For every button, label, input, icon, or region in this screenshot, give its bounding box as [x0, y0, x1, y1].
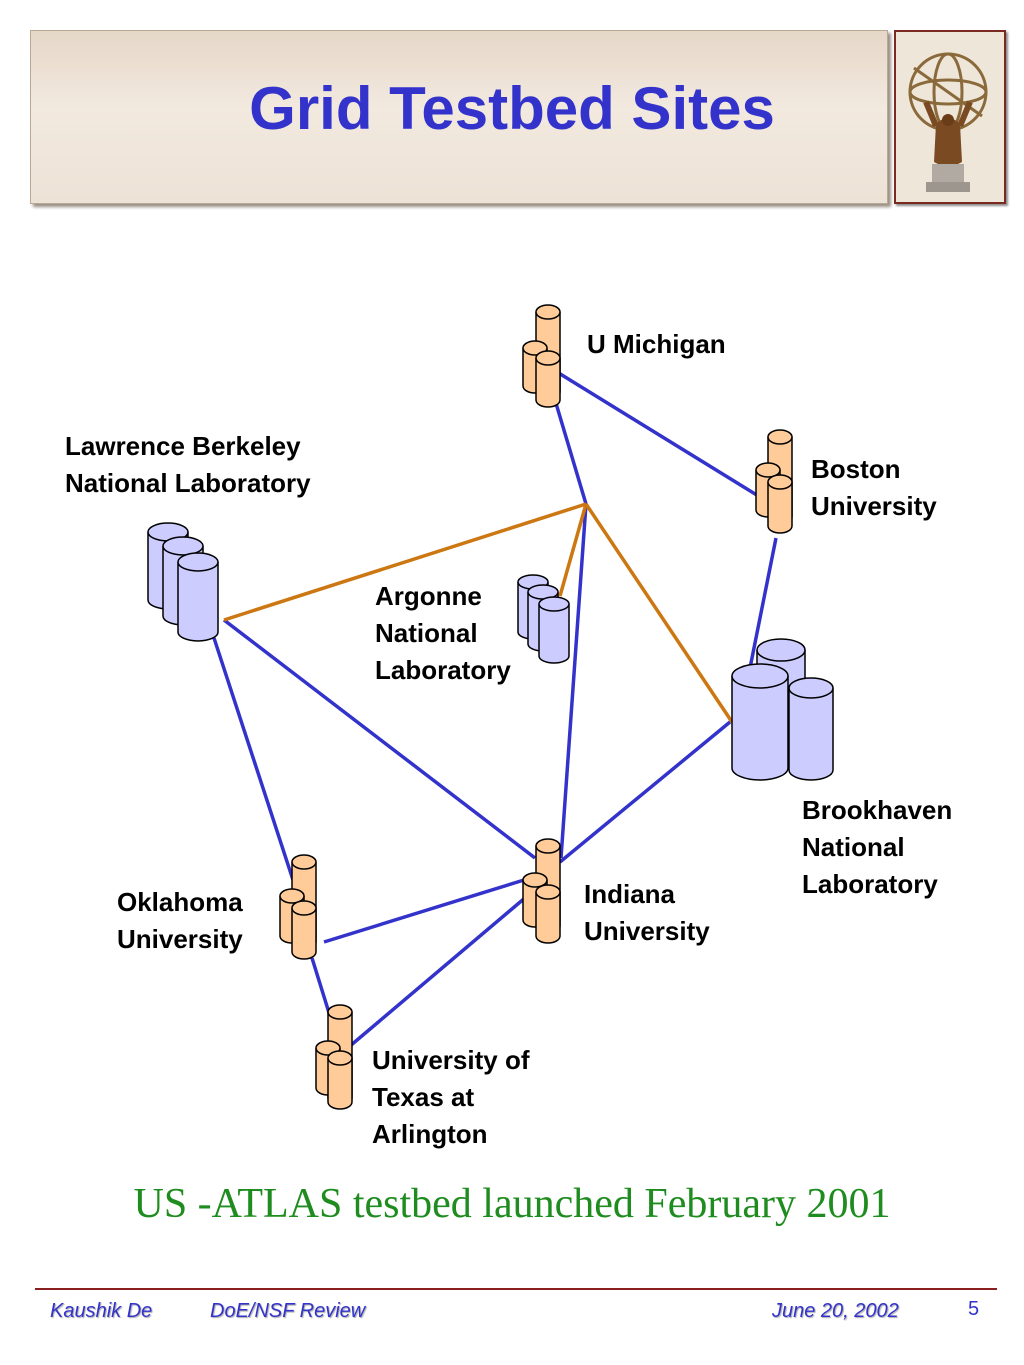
atlas-statue-icon	[908, 52, 988, 192]
link-berkeley-indiana	[222, 618, 537, 860]
label-boston: Boston University	[811, 454, 937, 521]
label-uta: University of Texas at Arlington	[372, 1045, 530, 1149]
site-oklahoma-icon	[279, 854, 317, 960]
footer-date: June 20, 2002	[772, 1300, 899, 1322]
link-argonne-hub	[558, 503, 588, 597]
site-indiana-icon	[522, 838, 561, 944]
label-michigan: U Michigan	[587, 329, 726, 359]
site-brookhaven-icon	[731, 638, 834, 781]
site-uta-icon	[315, 1004, 353, 1110]
link-oklahoma-indiana	[323, 878, 525, 944]
link-berkeley-oklahoma	[212, 637, 295, 881]
link-uta-indiana	[348, 890, 534, 1048]
label-argonne: Argonne National Laboratory	[375, 581, 511, 685]
link-michigan-boston	[556, 370, 761, 499]
link-michigan-hub	[553, 399, 588, 505]
site-berkeley-icon	[147, 522, 219, 642]
footer-divider	[35, 1288, 997, 1290]
atlas-statue-logo	[894, 30, 1006, 204]
label-oklahoma: Oklahoma University	[117, 887, 243, 954]
page-number: 5	[968, 1298, 980, 1320]
title-bar	[30, 30, 888, 204]
site-boston-icon	[755, 429, 793, 534]
link-boston-brookhaven	[748, 537, 778, 669]
label-berkeley: Lawrence Berkeley National Laboratory	[65, 431, 311, 498]
label-indiana: Indiana University	[584, 879, 710, 946]
link-berkeley-hub	[223, 502, 587, 622]
blue-links	[212, 370, 778, 1048]
link-hub-brookhaven	[584, 503, 734, 723]
orange-links	[223, 502, 734, 723]
site-michigan-icon	[522, 304, 561, 408]
tagline: US -ATLAS testbed launched February 2001	[133, 1181, 891, 1227]
label-brookhaven: Brookhaven National Laboratory	[802, 795, 953, 899]
footer-event: DoE/NSF Review	[210, 1300, 366, 1322]
link-brookhaven-indiana	[558, 720, 732, 864]
link-hub-indiana	[559, 503, 588, 859]
site-argonne-icon	[517, 574, 570, 664]
footer-author: Kaushik De	[50, 1300, 153, 1322]
page-title: Grid Testbed Sites	[249, 75, 775, 142]
link-oklahoma-uta	[310, 957, 332, 1017]
